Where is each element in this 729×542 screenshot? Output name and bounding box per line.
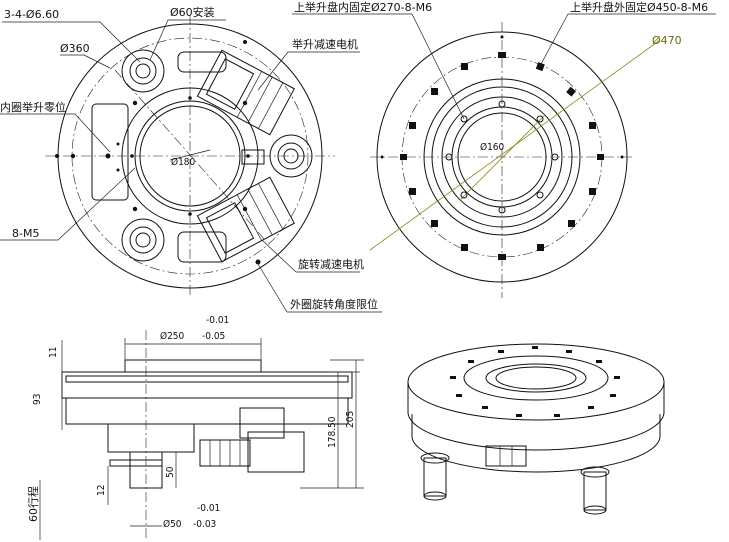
dim-12: 12 — [96, 485, 107, 496]
plan-view-top: 上举升盘内固定Ø270-8-M6 上举升盘外固定Ø450-8-M6 Ø470 Ø… — [292, 0, 716, 298]
dia-50-label: Ø50 — [163, 518, 182, 530]
mount-boss-bottom — [121, 218, 165, 262]
dia-250-label: Ø250 — [160, 330, 185, 342]
dim-50: 50 — [165, 466, 176, 478]
outer-pads — [400, 52, 604, 260]
rotation-motor-label: 旋转减速电机 — [298, 257, 364, 271]
dia-180-label: Ø180 — [171, 156, 196, 168]
tol-250-upper: -0.01 — [206, 315, 229, 326]
inner-fix-label: 上举升盘内固定Ø270-8-M6 — [294, 0, 432, 14]
plan-view-bottom: 3-4-Ø6.60 Ø60安装 Ø360 内圈举升零位 Ø180 举升减速电机 … — [0, 5, 382, 313]
isometric-view — [407, 343, 665, 515]
m5-holes — [130, 96, 250, 216]
rotation-motor — [196, 176, 295, 263]
dia-470-label: Ø470 — [652, 34, 682, 47]
dia-160-label: Ø160 — [480, 141, 505, 153]
dim-178-50: 178.50 — [327, 416, 338, 448]
tol-50-lower: -0.03 — [193, 519, 216, 530]
iso-foot-right — [583, 471, 607, 511]
mount-boss-right — [269, 134, 313, 178]
outer-limit-label: 外圈旋转角度限位 — [290, 297, 378, 311]
tol-50-upper: -0.01 — [197, 503, 220, 514]
iso-pads — [450, 346, 620, 417]
inner-zero-label: 内圈举升零位 — [0, 100, 66, 114]
dim-11: 11 — [48, 347, 59, 358]
motor-block — [247, 431, 305, 473]
lift-motor — [196, 49, 295, 136]
mount-boss-top — [121, 49, 165, 93]
lift-motor-label: 举升减速电机 — [292, 37, 358, 51]
outer-fix-label: 上举升盘外固定Ø450-8-M6 — [570, 0, 708, 14]
iso-foot-left — [423, 457, 447, 497]
iso-top-face — [407, 343, 665, 421]
inner-zero-slot — [91, 103, 129, 201]
dim-93: 93 — [32, 394, 43, 405]
base-plate — [65, 397, 349, 425]
stroke-60-label: 60行程 — [27, 486, 40, 522]
tol-250-lower: -0.05 — [202, 331, 225, 342]
dim-205: 205 — [345, 411, 356, 428]
mount-60-label: Ø60安装 — [170, 5, 215, 19]
inner-m6-holes — [445, 100, 559, 214]
holes-3-4-label: 3-4-Ø6.60 — [4, 8, 59, 21]
side-elevation: Ø250 -0.01 -0.05 11 93 178.50 205 50 12 … — [27, 315, 364, 540]
m5-label: 8-M5 — [12, 227, 39, 240]
dia-360-label: Ø360 — [60, 42, 90, 55]
